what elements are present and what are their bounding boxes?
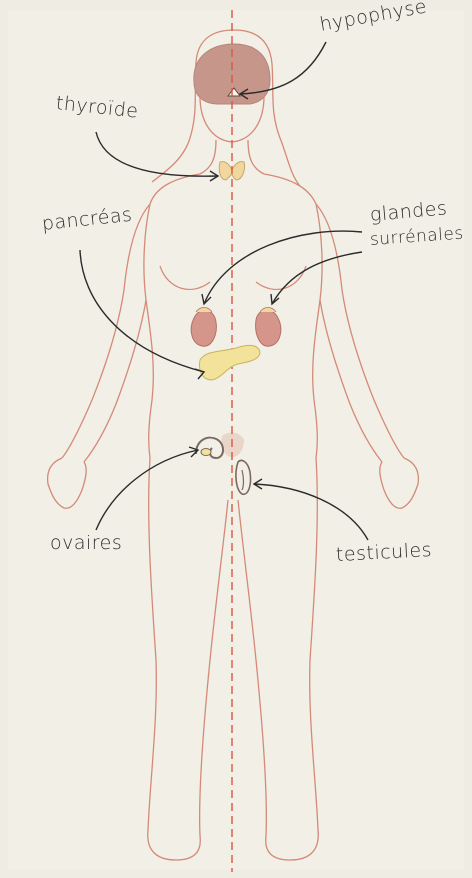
left-adrenal-kidney [191, 310, 216, 346]
ovary [201, 449, 211, 456]
right-adrenal-kidney [256, 310, 281, 346]
label-ovaires: ovaires [50, 534, 122, 553]
label-testicules: testicules [336, 541, 433, 565]
